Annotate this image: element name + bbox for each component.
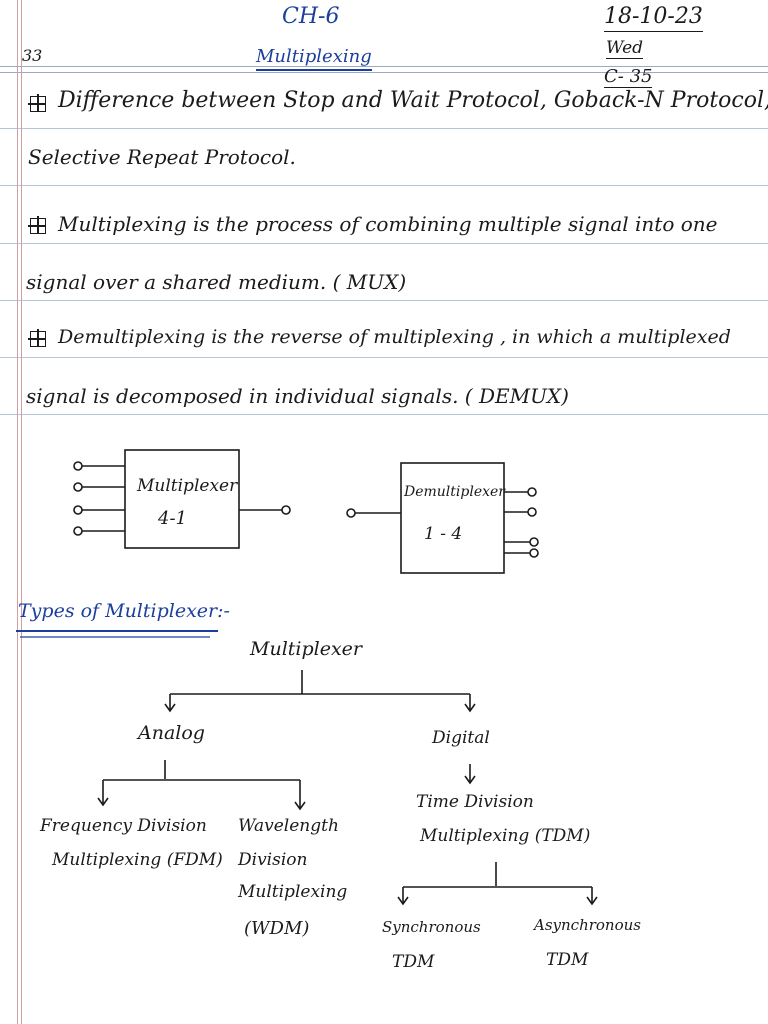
tree-root: Multiplexer bbox=[250, 638, 363, 660]
tree-fdm: Frequency Division bbox=[40, 816, 207, 836]
mux-box bbox=[124, 449, 240, 549]
tree-fdm: Multiplexing (FDM) bbox=[52, 850, 223, 870]
class-number: C- 35 bbox=[604, 66, 653, 88]
note-line: Multiplexing is the process of combining… bbox=[58, 212, 718, 236]
ruled-line bbox=[0, 66, 768, 67]
tree-wdm: (WDM) bbox=[244, 918, 310, 939]
margin-line bbox=[17, 0, 18, 1024]
note-line: signal is decomposed in individual signa… bbox=[26, 384, 569, 408]
tree-digital: Digital bbox=[432, 728, 490, 748]
mux-ratio: 4-1 bbox=[158, 508, 187, 529]
date: 18-10-23 bbox=[604, 4, 703, 32]
tree-sync: Synchronous bbox=[382, 918, 481, 936]
day: Wed bbox=[606, 38, 644, 59]
ruled-line bbox=[0, 128, 768, 129]
demux-ratio: 1 - 4 bbox=[424, 524, 463, 544]
page-number: 33 bbox=[22, 46, 43, 65]
types-heading: Types of Multiplexer:- bbox=[18, 600, 230, 622]
margin-line bbox=[21, 0, 22, 1024]
ruled-line bbox=[0, 357, 768, 358]
demux-label: Demultiplexer bbox=[404, 484, 505, 500]
bullet-icon bbox=[28, 216, 46, 234]
note-line: Selective Repeat Protocol. bbox=[28, 145, 296, 169]
tree-wdm: Wavelength bbox=[238, 816, 339, 836]
chapter-title: CH-6 bbox=[282, 4, 340, 29]
ruled-line bbox=[0, 414, 768, 415]
tree-wdm: Multiplexing bbox=[238, 882, 348, 902]
tree-analog: Analog bbox=[138, 722, 205, 744]
tree-async: Asynchronous bbox=[534, 916, 641, 934]
ruled-line bbox=[0, 185, 768, 186]
ruled-line bbox=[0, 300, 768, 301]
note-line: Difference between Stop and Wait Protoco… bbox=[58, 88, 768, 113]
tree-tdm: Time Division bbox=[416, 792, 534, 812]
ruled-line bbox=[0, 72, 768, 73]
ruled-line bbox=[0, 243, 768, 244]
tree-tdm: Multiplexing (TDM) bbox=[420, 826, 591, 846]
topic-title: Multiplexing bbox=[256, 46, 372, 71]
note-line: Demultiplexing is the reverse of multipl… bbox=[58, 326, 731, 348]
tree-wdm: Division bbox=[238, 850, 308, 870]
bullet-icon bbox=[28, 329, 46, 347]
mux-label: Multiplexer bbox=[137, 476, 238, 496]
demux-box bbox=[400, 462, 505, 574]
bullet-icon bbox=[28, 94, 46, 112]
tree-async: TDM bbox=[546, 950, 589, 970]
note-line: signal over a shared medium. ( MUX) bbox=[26, 270, 407, 294]
tree-sync: TDM bbox=[392, 952, 435, 972]
